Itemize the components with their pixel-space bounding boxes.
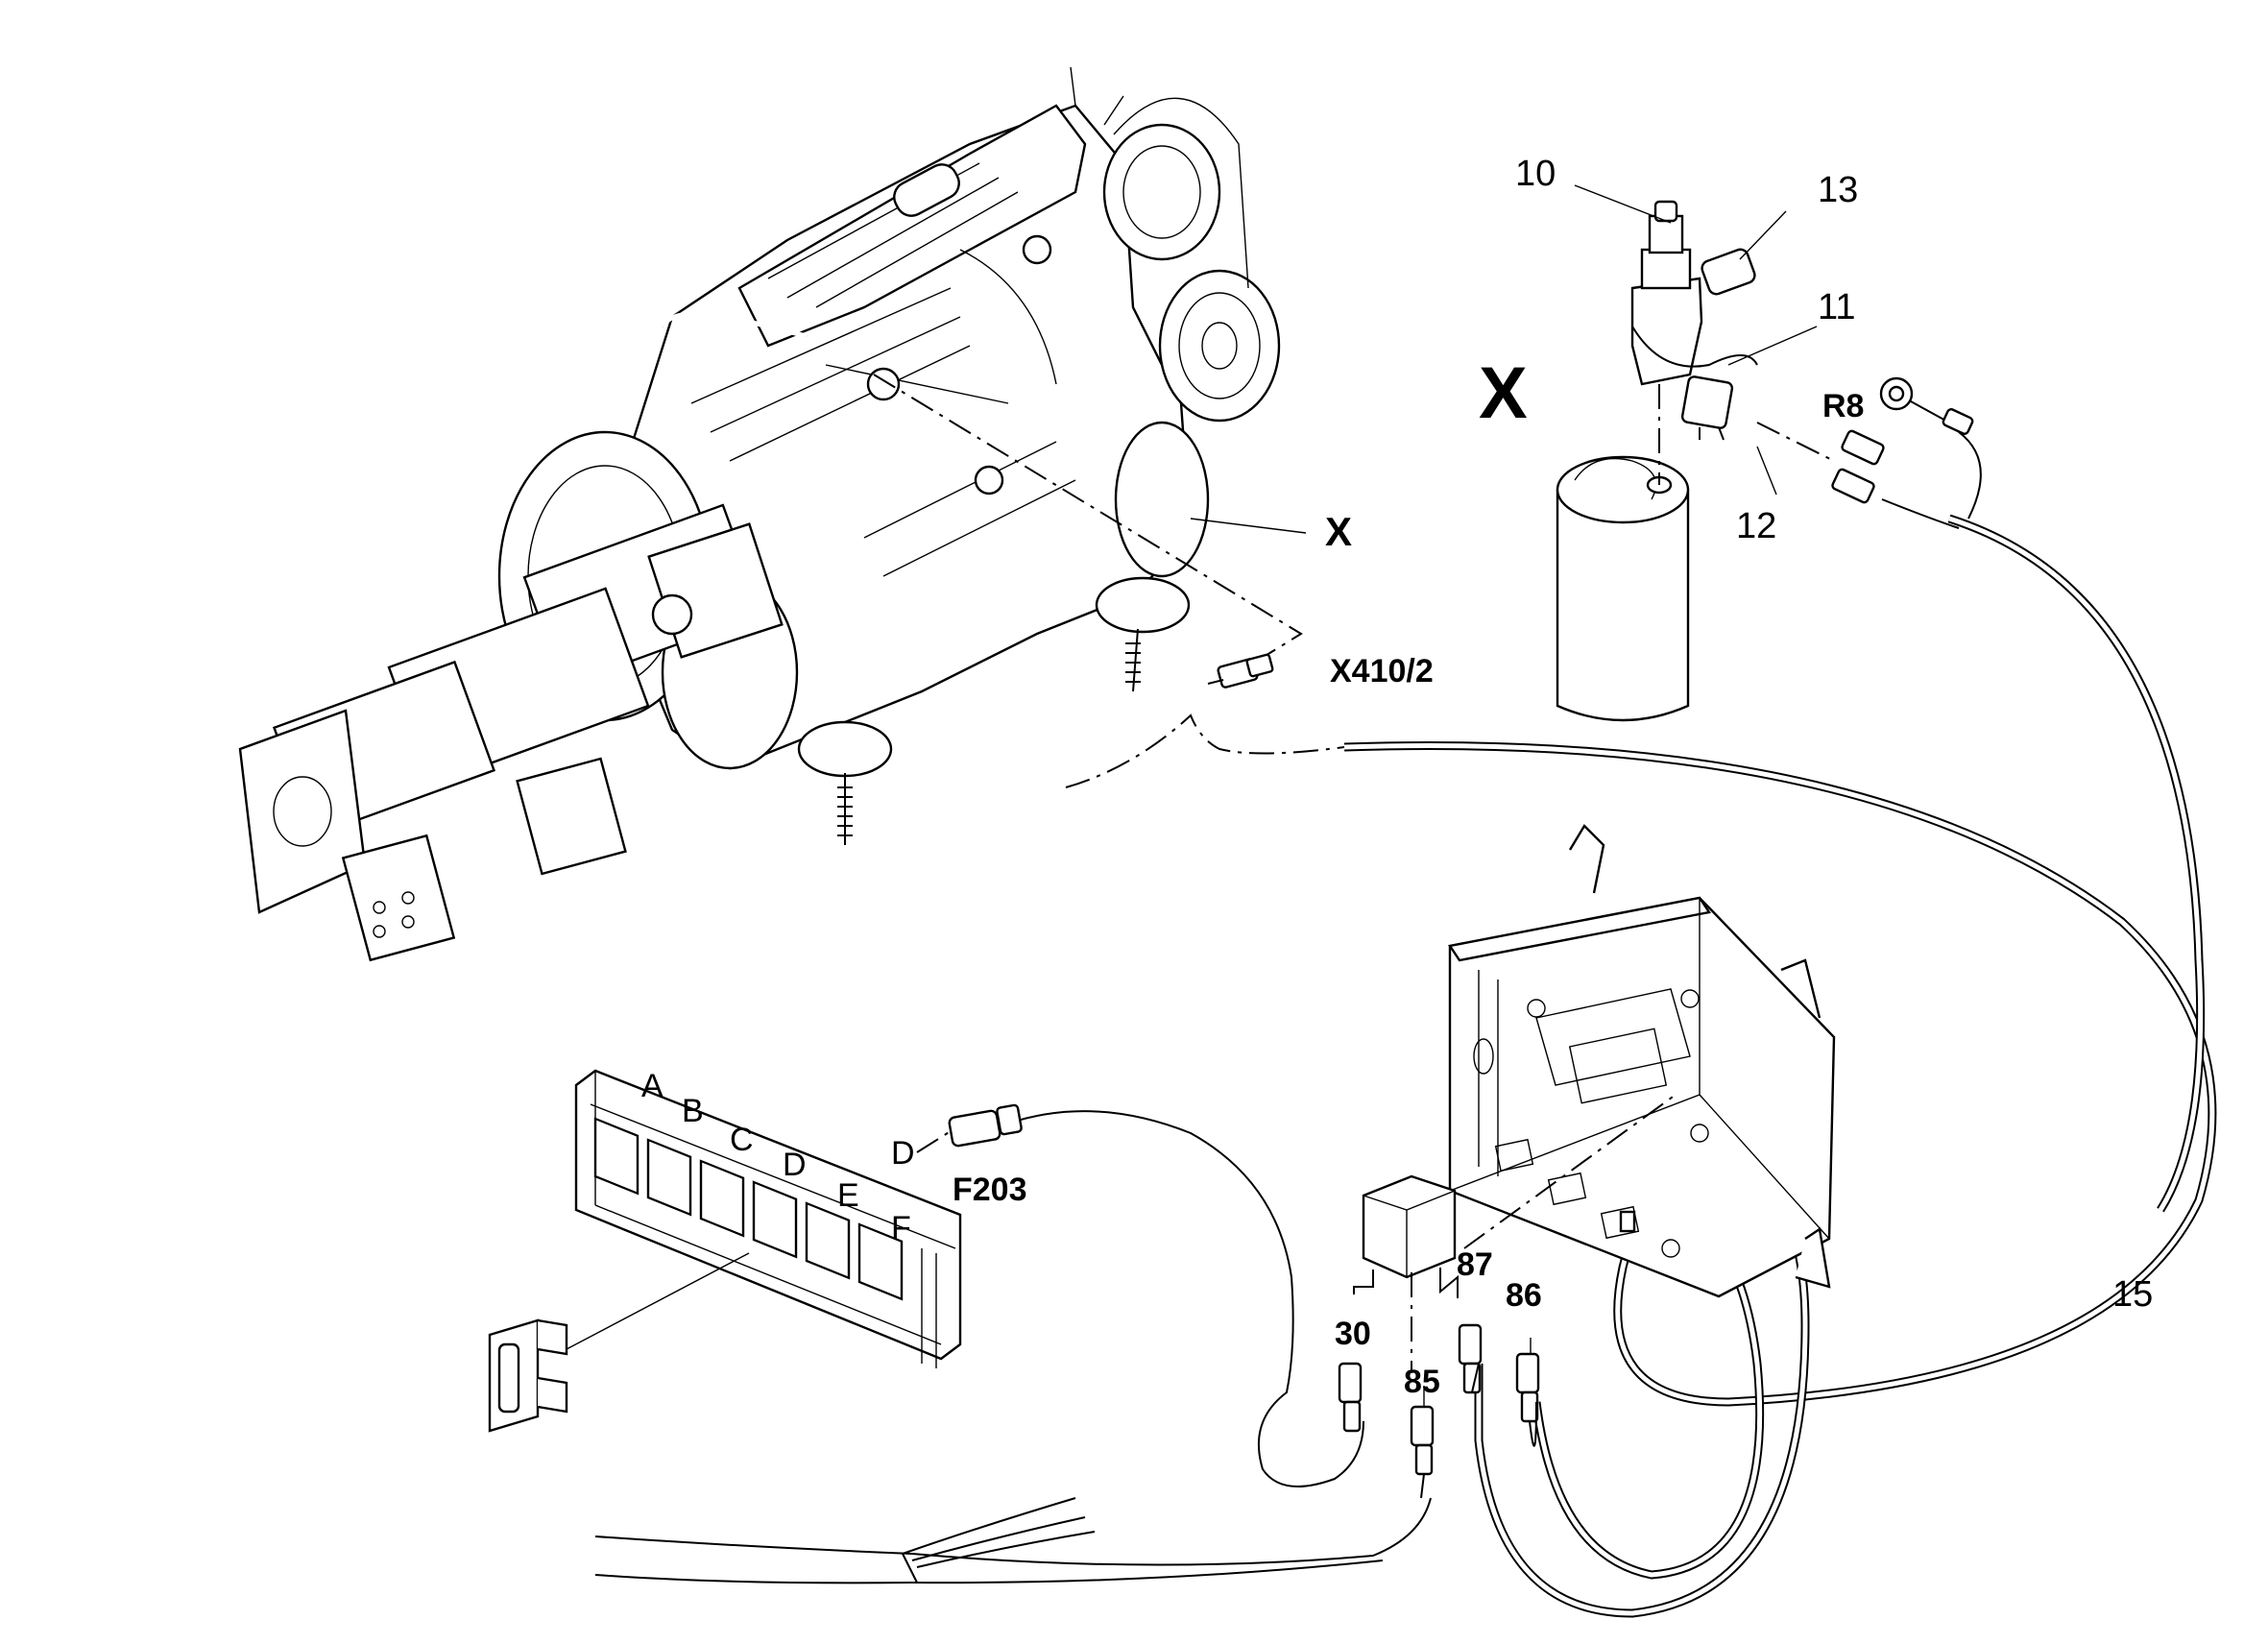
callout-11: 11 [1818, 287, 1855, 327]
fuse-box [488, 1069, 1023, 1433]
label-x410-2: X410/2 [1330, 653, 1434, 689]
fuse-slot-a: A [641, 1068, 664, 1104]
label-r8: R8 [1822, 388, 1864, 424]
relay-terminals [1338, 1323, 1540, 1499]
callout-13: 13 [1818, 170, 1858, 210]
label-terminal-85: 85 [1404, 1364, 1440, 1400]
fuse-slot-b: B [682, 1093, 704, 1129]
label-terminal-30: 30 [1335, 1316, 1371, 1352]
labels: 10 13 11 12 15 R8 X X X410/2 F203 30 85 … [641, 154, 2153, 1400]
engine-assembly [238, 66, 1345, 962]
fuse-slot-d: D [783, 1147, 807, 1183]
callout-12: 12 [1736, 506, 1776, 546]
relay-housing [1447, 824, 1836, 1298]
fuse-slot-c: C [730, 1122, 754, 1158]
connector-d-label: D [891, 1135, 915, 1172]
fuel-filter-detail [1556, 184, 1835, 722]
fuse-slot-e: E [837, 1177, 859, 1214]
harness-15 [594, 431, 2217, 1618]
callout-10: 10 [1515, 154, 1556, 194]
terminal-r8 [1831, 376, 1974, 504]
label-terminal-86: 86 [1506, 1277, 1542, 1314]
label-terminal-87: 87 [1457, 1246, 1493, 1283]
fuse-slot-f: F [891, 1210, 911, 1246]
label-detail-x: X [1479, 352, 1528, 434]
label-engine-x: X [1325, 509, 1352, 554]
callout-15: 15 [2112, 1274, 2153, 1315]
relay [1353, 1174, 1459, 1373]
label-f203: F203 [953, 1172, 1027, 1208]
connector-x410-2 [1207, 653, 1274, 689]
